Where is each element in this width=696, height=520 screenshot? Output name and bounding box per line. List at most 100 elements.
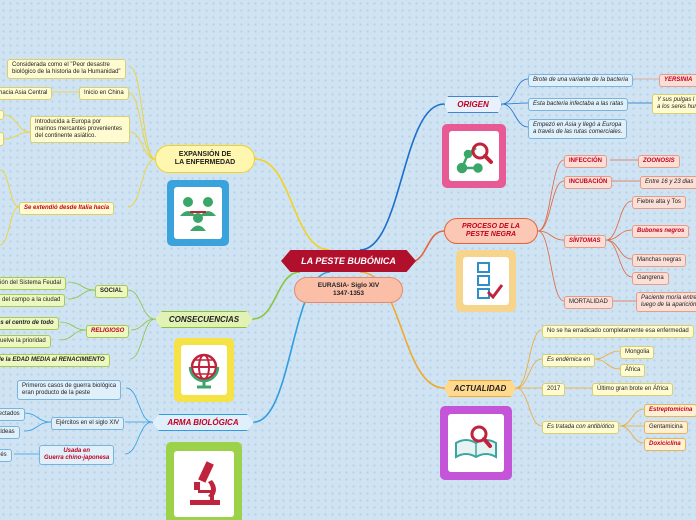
consecuencias-religioso[interactable]: RELIGIOSO (86, 325, 130, 338)
link-sintoma-1 (605, 229, 633, 241)
actualidad-erradicado[interactable]: No se ha erradicado completamente esa en… (542, 325, 694, 338)
link-origen (359, 103, 445, 251)
link-religioso-0 (59, 321, 87, 331)
expansion-asia-central[interactable]: hacia Asia Central (0, 87, 53, 100)
origen-ratas[interactable]: Esta bacteria infectaba a las ratas (528, 98, 629, 111)
people-icon (179, 197, 216, 231)
branch-expansion[interactable]: EXPANSIÓN DE LA ENFERMEDAD (155, 145, 255, 173)
link-endemica-0 (593, 350, 621, 360)
ejercitos-aldeas[interactable]: aldeas (0, 426, 20, 439)
sintoma-bubones[interactable]: Bubones negros (632, 225, 690, 238)
link-origen-1 (501, 102, 529, 105)
religioso-prioridad[interactable]: vuelve la prioridad (0, 335, 51, 348)
checklist-icon (476, 261, 504, 300)
expansion-italia[interactable]: Se extendió desde Italia hacia (19, 202, 115, 215)
expansion-peor-desastre[interactable]: Considerada como el "Peor desastre bioló… (7, 59, 126, 79)
branch-arma-biologica[interactable]: ARMA BIOLÓGICA (152, 414, 254, 431)
globe-icon (188, 353, 220, 389)
proceso-incubacion-dias[interactable]: Entre 16 y 23 dias (640, 176, 696, 189)
link-arma-0 (125, 387, 153, 423)
expansion-europa-marinos[interactable]: Introducida a Europa por marinos mercant… (30, 116, 130, 143)
proceso-sintomas[interactable]: SÍNTOMAS (564, 235, 606, 248)
branch-proceso[interactable]: PROCESO DE LA PESTE NEGRA (444, 218, 538, 244)
branch-consecuencias[interactable]: CONSECUENCIAS (155, 311, 253, 328)
proceso-incubacion[interactable]: INCUBACIÓN (564, 176, 613, 189)
sintoma-fiebre[interactable]: Fiebre alta y Tos (632, 196, 686, 209)
proceso-icon-card (456, 250, 516, 312)
ejercitos-infectados[interactable]: fectados (0, 408, 25, 421)
link-italia-up (0, 169, 20, 208)
link-origen-2 (501, 103, 529, 128)
origen-yersinia[interactable]: YERSINIA (659, 74, 696, 87)
branch-origen[interactable]: ORIGEN (444, 96, 502, 113)
actualidad-ultimo-brote[interactable]: Último gran brote en África (592, 383, 674, 396)
link-consecuencias (252, 271, 301, 320)
religioso-centro[interactable]: es el centro de todo (0, 317, 59, 330)
endemica-africa[interactable]: África (620, 364, 646, 377)
link-proceso-2 (537, 230, 565, 241)
network-magnifier-icon (456, 142, 493, 174)
consecuencias-social[interactable]: SOCIAL (95, 285, 128, 298)
link-expansion-1 (127, 91, 156, 160)
link-ejercitos-1 (23, 421, 52, 432)
actualidad-2017[interactable]: 2017 (542, 383, 566, 396)
book-magnifier-icon (455, 425, 497, 459)
endemica-mongolia[interactable]: Mongolia (620, 346, 655, 359)
link-cons-2 (129, 318, 156, 360)
link-social-1 (67, 289, 96, 300)
origen-brote[interactable]: Brote de una variante de la bacteria (528, 74, 634, 87)
link-actualidad-3 (515, 387, 543, 427)
link-proceso-1 (537, 180, 565, 232)
link-ejercitos-0 (23, 412, 52, 423)
arma-primeros-casos[interactable]: Primeros casos de guerra biológica eran … (17, 380, 122, 400)
link-sintoma-3 (605, 239, 633, 278)
link-endemica-1 (593, 358, 621, 370)
microscope-icon (189, 461, 220, 505)
branch-actualidad[interactable]: ACTUALIDAD (444, 380, 516, 397)
expansion-stub-b (0, 132, 4, 146)
arma-ejercitos[interactable]: Ejércitos en el siglo XIV (51, 417, 125, 430)
link-expansion (254, 158, 331, 251)
actualidad-antibiotico[interactable]: Es tratada con antibiótico (542, 421, 620, 434)
central-subtopic[interactable]: EURASIA- Siglo XIV 1347-1353 (294, 277, 403, 303)
link-italia-down (0, 206, 20, 246)
link-expansion-0 (129, 66, 156, 160)
arma-usada-guerra[interactable]: Usada en Guerra chino-japonesa (39, 445, 115, 465)
social-campo-ciudad[interactable]: n del campo a la ciudad (0, 294, 66, 307)
link-proceso-3 (537, 230, 565, 302)
proceso-mortalidad-detalle[interactable]: Paciente moría entre luego de la aparici… (636, 292, 696, 312)
sintoma-manchas[interactable]: Manchas negras (632, 254, 687, 267)
origen-asia-europa[interactable]: Empezó en Asia y llegó a Europa a través… (528, 119, 628, 139)
central-topic[interactable]: LA PESTE BUBÓNICA (281, 250, 416, 272)
link-expansion-3 (127, 158, 156, 208)
link-sintoma-0 (605, 200, 633, 241)
link-social-0 (67, 281, 96, 291)
link-proceso (409, 230, 445, 263)
antibiotico-estreptomicina[interactable]: Estreptomicina (644, 404, 696, 417)
actualidad-endemica[interactable]: Es endémica en (542, 354, 596, 367)
social-feudal[interactable]: ción del Sistema Feudal (0, 277, 67, 290)
antibiotico-doxiciclina[interactable]: Doxiciclina (644, 438, 686, 451)
link-antibiotico-2 (619, 425, 645, 444)
link-proceso-0 (537, 159, 565, 232)
link-expansion-2 (129, 131, 156, 160)
proceso-zoonosis[interactable]: ZOONOSIS (638, 155, 680, 168)
origen-pulgas[interactable]: Y sus pulgas l a los seres hum (652, 94, 696, 114)
proceso-mortalidad[interactable]: MORTALIDAD (564, 296, 613, 309)
proceso-infeccion[interactable]: INFECCIÓN (564, 155, 607, 168)
link-stub-b (3, 131, 31, 140)
arma-icon-card (166, 442, 242, 520)
link-stub-a (3, 114, 31, 133)
link-sintoma-2 (605, 239, 633, 260)
consecuencias-transicion[interactable]: de la EDAD MEDIA al RENACIMIENTO (0, 354, 110, 367)
link-antibiotico-0 (619, 408, 645, 427)
expansion-inicio-china[interactable]: Inicio en China (79, 87, 129, 100)
antibiotico-gentamicina[interactable]: Gentamicina (644, 421, 688, 434)
sintoma-gangrena[interactable]: Gangrena (632, 272, 669, 285)
link-religioso-1 (59, 329, 87, 341)
link-origen-0 (501, 78, 529, 105)
origen-icon-card (442, 124, 506, 188)
consecuencias-icon-card (174, 338, 234, 402)
usada-japones[interactable]: nés (0, 449, 12, 462)
